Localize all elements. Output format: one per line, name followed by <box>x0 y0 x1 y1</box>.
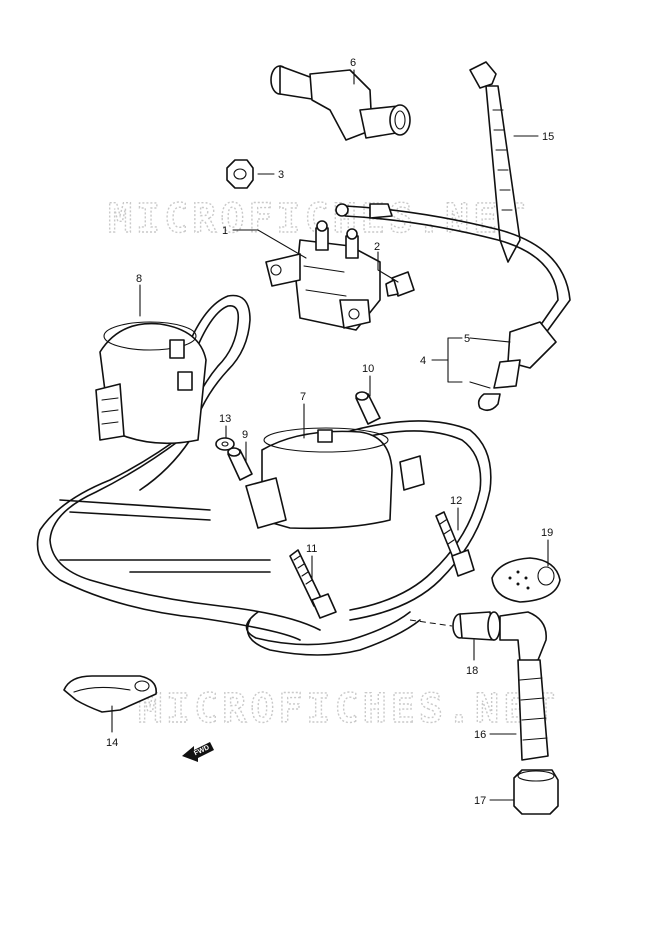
part-1-starter-relay <box>265 220 381 331</box>
part-12-bolt <box>435 511 475 577</box>
part-6-rubber-cap <box>270 65 411 141</box>
watermark-bottom: MICROFICHES.NET <box>138 686 559 732</box>
callout-10: 10 <box>362 363 374 375</box>
part-2-bolt <box>385 271 415 297</box>
callout-13: 13 <box>219 413 231 425</box>
part-3-nut <box>226 159 254 189</box>
callout-8: 8 <box>136 273 142 285</box>
part-16-plug-cap <box>499 611 549 761</box>
part-4-ground-wire <box>335 203 571 412</box>
callout-2: 2 <box>374 241 380 253</box>
callout-6: 6 <box>350 57 356 69</box>
callout-17: 17 <box>474 795 486 807</box>
callout-11: 11 <box>306 543 317 555</box>
callout-16: 16 <box>474 729 486 741</box>
callout-4: 4 <box>420 355 426 367</box>
part-15-cable-tie <box>469 61 521 263</box>
fwd-arrow-icon: FWD <box>182 742 214 762</box>
leader-lines <box>111 69 549 801</box>
callout-3: 3 <box>278 169 284 181</box>
callout-1: 1 <box>222 225 228 237</box>
callout-5: 5 <box>464 333 470 345</box>
part-13-washer <box>215 437 235 451</box>
callout-labels: 6 15 3 1 2 8 5 4 10 7 13 9 12 19 11 18 1… <box>106 57 554 807</box>
part-19-grommet <box>491 557 561 603</box>
part-14-clamp <box>63 675 157 713</box>
part-8-ignition-coil-left <box>36 294 321 641</box>
part-17-cap <box>513 769 559 815</box>
part-7-ignition-coil-center <box>59 420 492 656</box>
part-11-bolt <box>289 549 337 619</box>
part-18-seal <box>409 611 501 641</box>
callout-14: 14 <box>106 737 118 749</box>
callout-7: 7 <box>300 391 306 403</box>
part-9-sleeve <box>227 447 253 481</box>
callout-12: 12 <box>450 495 462 507</box>
part-10-sleeve <box>355 391 381 425</box>
callout-15: 15 <box>542 131 554 143</box>
callout-19: 19 <box>541 527 553 539</box>
callout-18: 18 <box>466 665 478 677</box>
callout-9: 9 <box>242 429 248 441</box>
